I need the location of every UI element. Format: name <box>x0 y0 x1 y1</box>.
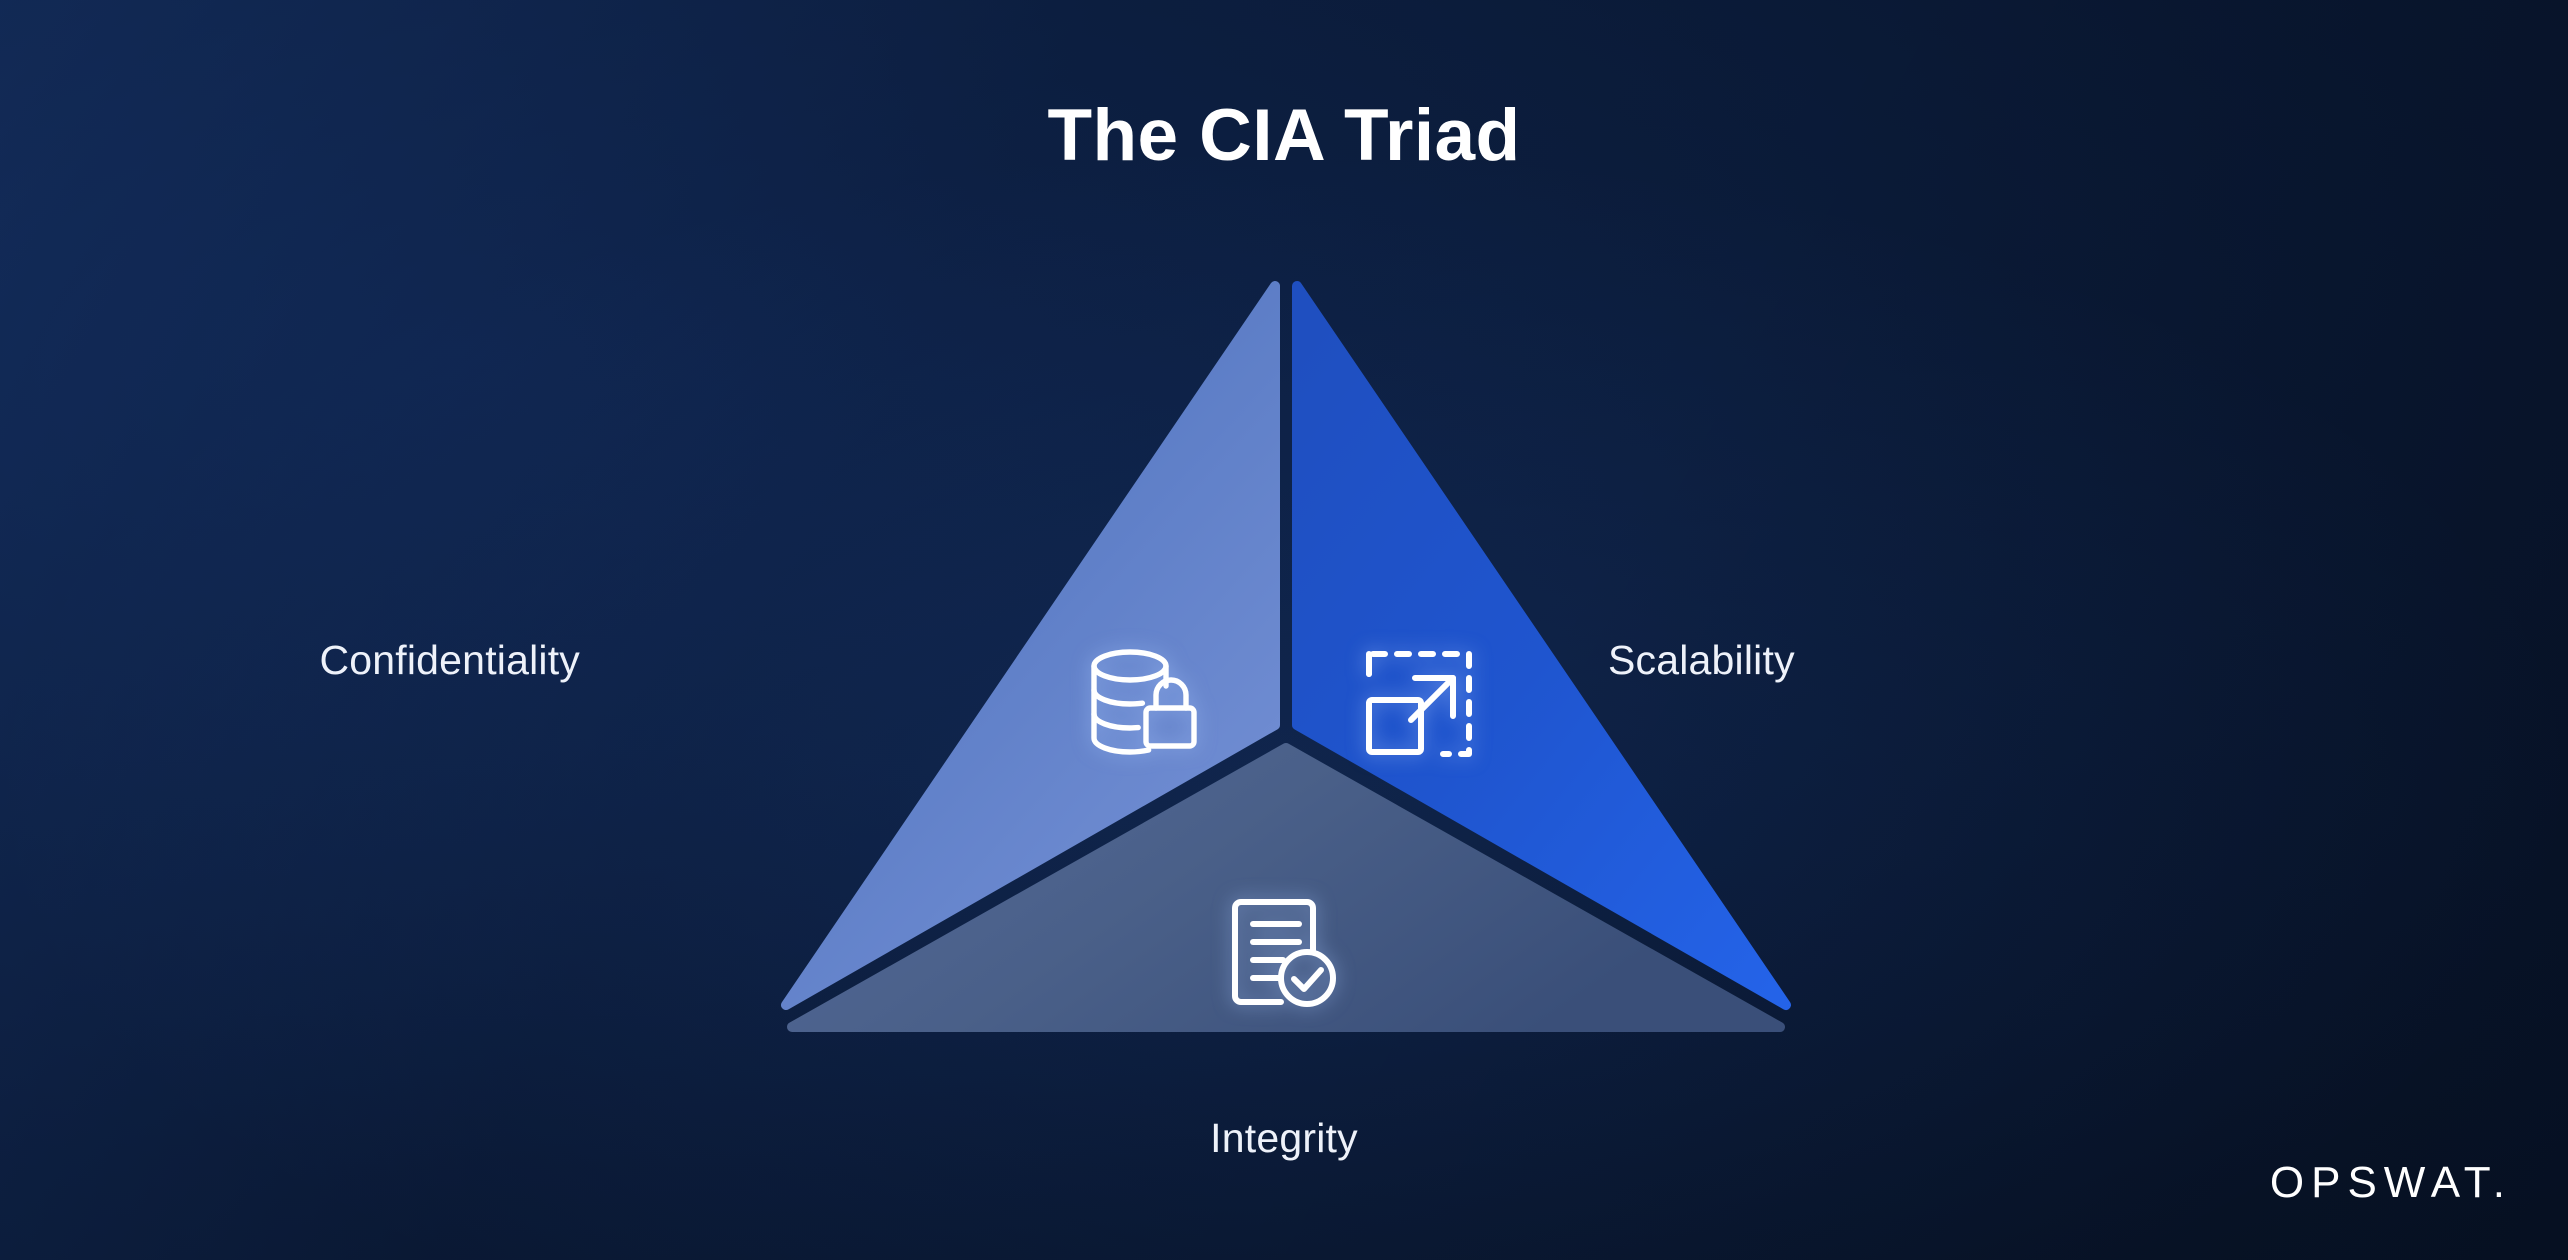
opswat-logo: OPSWAT. <box>2269 1158 2512 1207</box>
database-lock-icon <box>1080 638 1208 766</box>
face-label-confidentiality: Confidentiality <box>319 637 580 683</box>
face-label-integrity: Integrity <box>1210 1115 1358 1161</box>
triangle-face-integrity[interactable] <box>787 743 1785 1032</box>
page-title: The CIA Triad <box>1047 95 1521 176</box>
triangle-face-scalability[interactable] <box>1292 281 1791 1010</box>
triangle-face-confidentiality[interactable] <box>781 281 1280 1010</box>
face-label-scalability: Scalability <box>1608 637 1795 683</box>
document-check-icon <box>1215 890 1343 1018</box>
resize-expand-icon <box>1355 638 1483 766</box>
cia-triad-diagram <box>766 270 1806 1090</box>
